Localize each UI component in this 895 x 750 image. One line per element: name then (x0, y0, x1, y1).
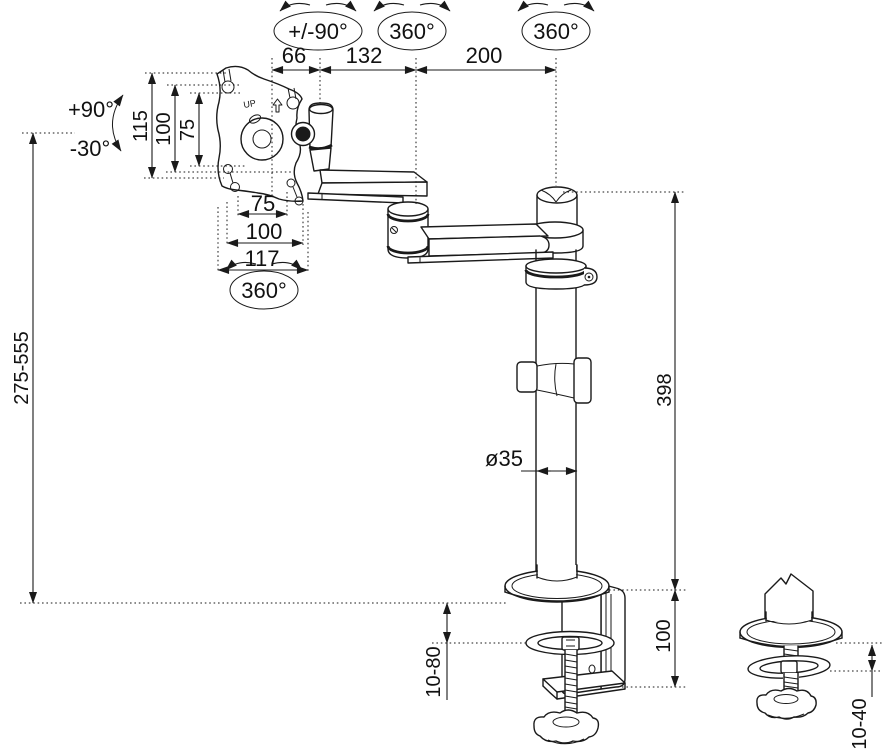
rotation-symbol-head: +/-90° (273, 0, 363, 51)
clamp-pad (525, 630, 615, 656)
clamp-knob (533, 709, 600, 745)
dim-plate-width-label: 117 (244, 246, 279, 271)
dimension-top-offsets: 66 132 200 (271, 43, 557, 204)
dimension-height-range: 275-555 (11, 132, 506, 604)
dimension-pole-height: 398 100 (563, 191, 686, 688)
dim-grommet-range-label: 10-40 (849, 698, 871, 749)
tilt-down-label: -30° (70, 136, 111, 161)
dim-hole-width-100-label: 100 (246, 219, 283, 244)
dim-pole-diameter-label: ø35 (485, 446, 523, 471)
rotation-symbol-elbow: 360° (373, 0, 451, 51)
rotation-head-label: +/-90° (288, 19, 348, 44)
dim-clamp-height-label: 100 (653, 619, 675, 652)
rotation-elbow-label: 360° (389, 19, 435, 44)
dim-height-range-label: 275-555 (11, 331, 33, 404)
dim-pole-offset-label: 200 (466, 43, 503, 68)
dim-hole-width-75-label: 75 (251, 191, 275, 216)
grommet-base-disc (739, 611, 843, 649)
up-arrow-icon (272, 98, 283, 113)
rotation-symbol-pole: 360° (517, 0, 595, 51)
pole-clamp-ring (524, 258, 598, 290)
upper-arm (307, 169, 428, 204)
vesa-plate: UP (216, 65, 304, 206)
rotation-pole-label: 360° (533, 19, 579, 44)
rotation-vesa-label: 360° (241, 278, 287, 303)
vesa-screws-bottom-right (286, 178, 304, 206)
dim-elbow-offset-label: 132 (346, 43, 383, 68)
rotation-symbol-vesa: 360° (225, 259, 303, 310)
vesa-screws-bottom-left (223, 164, 240, 192)
up-marking-label: UP (243, 98, 257, 110)
clamp-screw (564, 649, 578, 713)
pole (516, 249, 598, 581)
grommet-ring (747, 655, 831, 679)
dim-plate-height-label: 115 (130, 110, 152, 142)
dimension-pole-diameter: ø35 (485, 446, 578, 476)
dimension-plate-vertical: 115 100 75 (130, 72, 292, 179)
dim-clamp-range-label: 10-80 (423, 646, 445, 697)
grommet-knob (756, 687, 817, 720)
dim-hole-height-75-label: 75 (177, 119, 199, 141)
tilt-pivot-screw (290, 121, 316, 147)
clamp-base-disc (504, 564, 610, 603)
tilt-indicator: +90° -30° (68, 94, 124, 161)
cable-clip (516, 357, 592, 404)
dim-pole-height-label: 398 (654, 373, 676, 406)
vesa-keyhole-top-right (286, 87, 300, 110)
dim-hole-height-100-label: 100 (153, 112, 175, 145)
dimension-plate-horizontal: 75 100 117 (217, 191, 309, 275)
dimension-clamp-range: 10-80 (423, 602, 528, 700)
grommet-mount (739, 573, 843, 720)
tilt-up-label: +90° (68, 97, 114, 122)
monitor-head (308, 102, 334, 172)
grommet-screw-lower (783, 672, 799, 691)
desk-clamp (504, 564, 626, 745)
lower-arm (407, 223, 554, 264)
vesa-keyhole-top-left (221, 68, 235, 94)
elbow-joint (386, 201, 430, 259)
dimension-grommet-range: 10-40 (830, 642, 882, 750)
clamp-bottom-plate (542, 670, 626, 700)
